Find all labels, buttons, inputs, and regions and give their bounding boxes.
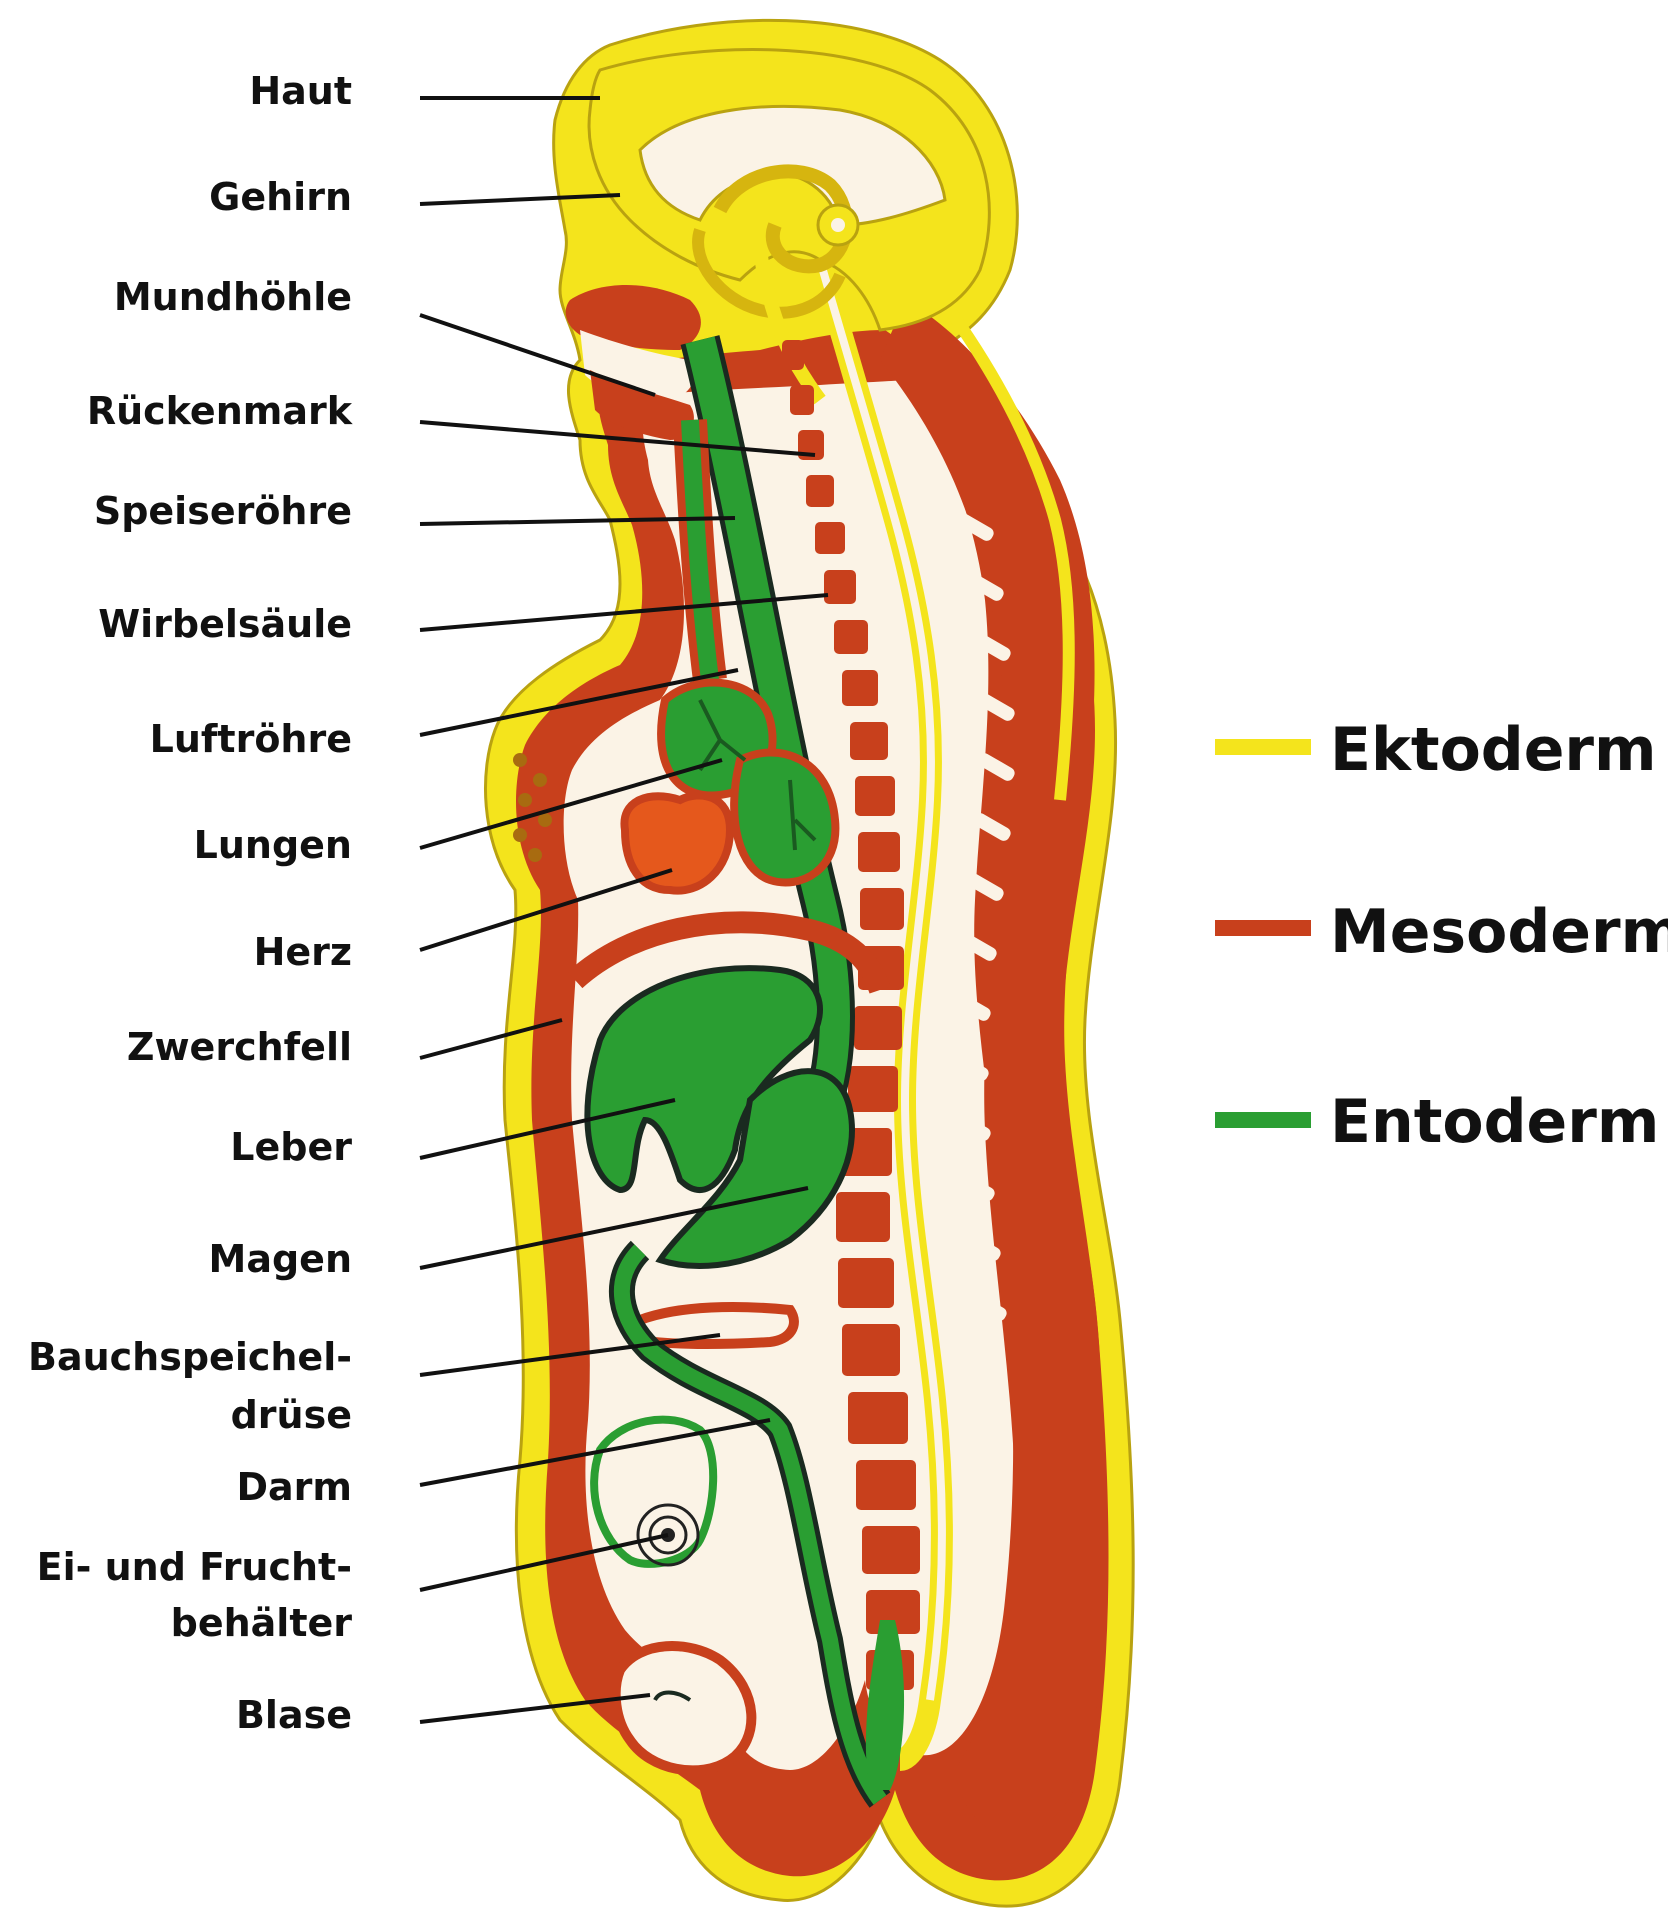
legend-label-entoderm: Entoderm [1330,1087,1659,1157]
label-haut: Haut [249,69,352,113]
dorsal-muscle [880,300,1107,1836]
label-rueckenmark: Rückenmark [87,389,353,433]
pointer-leber [419,1098,676,1160]
pointer-darm [419,1418,771,1487]
label-zwerchfell: Zwerchfell [127,1025,352,1069]
stomach-liver [584,965,823,1194]
pancreas [635,1302,799,1350]
pointer-luftroehre [419,668,739,737]
label-gehirn: Gehirn [209,175,352,219]
pointer-wirbelsaeule [419,593,829,632]
pointer-speiseroehre [419,516,736,526]
pointer-ei-fruchtbehaelter [419,1533,669,1592]
label-magen: Magen [209,1237,352,1281]
legend-label-mesoderm: Mesoderm [1330,897,1668,967]
label-leber: Leber [230,1125,352,1169]
diaphragm [567,911,891,994]
pointer-mundhoehle [419,313,656,397]
label-ei-fruchtbehaelter-2: behälter [171,1601,353,1645]
label-mundhoehle: Mundhöhle [114,275,352,319]
legend: Ektoderm Mesoderm Entoderm [1215,715,1668,1157]
spinous-processes [951,513,1015,1321]
pointer-magen [419,1186,809,1270]
vertebral-column [782,340,920,1740]
digestive-tract [567,335,905,1808]
pointer-rueckenmark [419,420,816,457]
labels: Haut Gehirn Mundhöhle Rückenmark Speiser… [28,69,353,1737]
label-herz: Herz [254,930,352,974]
label-darm: Darm [236,1465,352,1509]
pointer-lungen [419,758,723,850]
label-wirbelsaeule: Wirbelsäule [98,602,352,646]
legend-swatch-ektoderm [1215,739,1311,755]
pointer-blase [419,1693,651,1724]
label-bauchspeicheldruese-2: drüse [231,1393,352,1437]
pointer-gehirn [419,193,621,206]
label-ei-fruchtbehaelter-1: Ei- und Frucht- [37,1545,352,1589]
bladder [610,1641,757,1776]
label-bauchspeicheldruese-1: Bauchspeichel- [28,1335,352,1379]
breast-tissue [513,753,552,862]
legend-label-ektoderm: Ektoderm [1330,715,1657,785]
label-luftroehre: Luftröhre [150,717,352,761]
pointer-herz [419,868,673,952]
mouth-cavity [565,285,701,440]
lung-lower [730,748,840,887]
stomach [655,1068,855,1269]
pointer-zwerchfell [419,1018,563,1060]
pointer-bauchspeicheldruese [419,1333,721,1377]
legend-swatch-mesoderm [1215,920,1311,936]
pointer-lines [419,96,829,1724]
label-lungen: Lungen [194,823,352,867]
legend-swatch-entoderm [1215,1112,1311,1128]
heart [620,791,735,895]
label-speiseroehre: Speiseröhre [94,489,352,533]
label-blase: Blase [236,1693,352,1737]
